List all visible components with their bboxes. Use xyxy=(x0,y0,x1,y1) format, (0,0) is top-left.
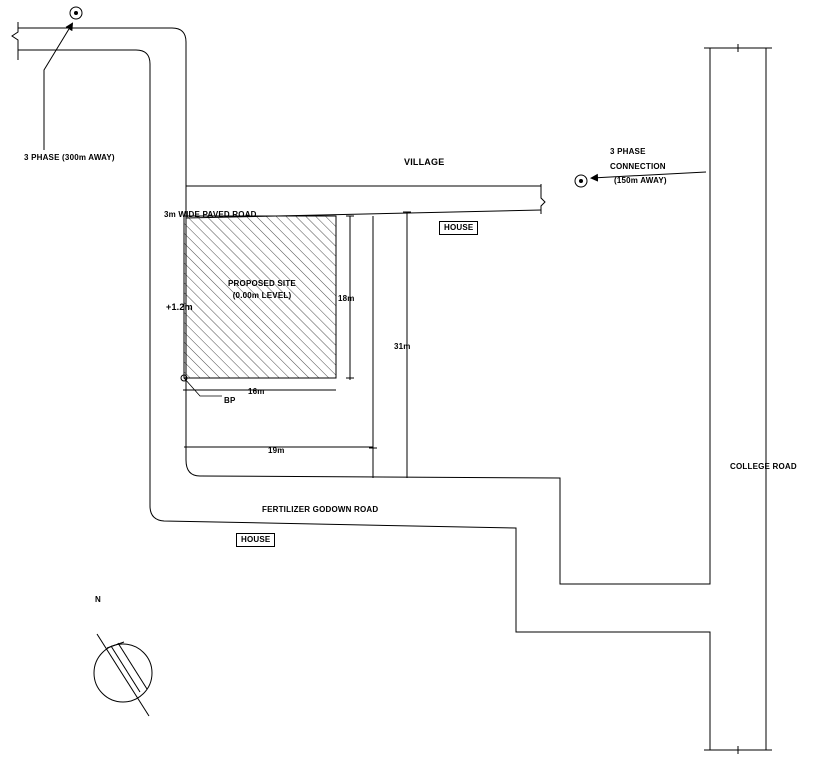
north-label: N xyxy=(95,595,101,604)
bench-point-marker xyxy=(180,374,188,382)
house-top-label: HOUSE xyxy=(439,221,479,235)
bench-point-label: BP xyxy=(224,396,236,405)
proposed-site-label-1: PROPOSED SITE xyxy=(228,279,296,288)
phase-marker-left xyxy=(43,6,83,150)
road-edge-inner xyxy=(18,49,711,750)
bench-point-leader xyxy=(183,377,222,397)
phase-right-label-3: (150m AWAY) xyxy=(614,176,667,185)
site-block-edge xyxy=(185,48,711,585)
house-bottom-label: HOUSE xyxy=(236,533,276,547)
college-road-top-breaks xyxy=(704,44,772,52)
proposed-site-area xyxy=(183,215,337,379)
phase-right-label-1: 3 PHASE xyxy=(610,147,646,156)
north-arrow-icon xyxy=(93,633,153,717)
break-symbol xyxy=(11,22,19,60)
fertilizer-road-label: FERTILIZER GODOWN ROAD xyxy=(262,505,379,514)
village-label: VILLAGE xyxy=(404,157,445,167)
paved-road-label: 3m WIDE PAVED ROAD xyxy=(164,210,257,219)
dim-ticks xyxy=(346,211,411,449)
paved-road-break xyxy=(540,184,546,214)
level-label: +1.2m xyxy=(166,302,193,312)
dim-label-31m: 31m xyxy=(394,342,411,351)
dim-label-19m: 19m xyxy=(268,446,285,455)
phase-right-label-2: CONNECTION xyxy=(610,162,666,171)
road-edge-outer xyxy=(18,27,187,190)
college-road-label: COLLEGE ROAD xyxy=(730,462,797,471)
proposed-site-label-2: (0.00m LEVEL) xyxy=(232,291,292,300)
phase-left-label: 3 PHASE (300m AWAY) xyxy=(24,153,115,162)
college-road-bottom-breaks xyxy=(704,746,772,754)
dim-label-18m: 18m xyxy=(338,294,355,303)
dim-label-16m: 16m xyxy=(248,387,265,396)
phase-marker-right xyxy=(574,171,707,188)
